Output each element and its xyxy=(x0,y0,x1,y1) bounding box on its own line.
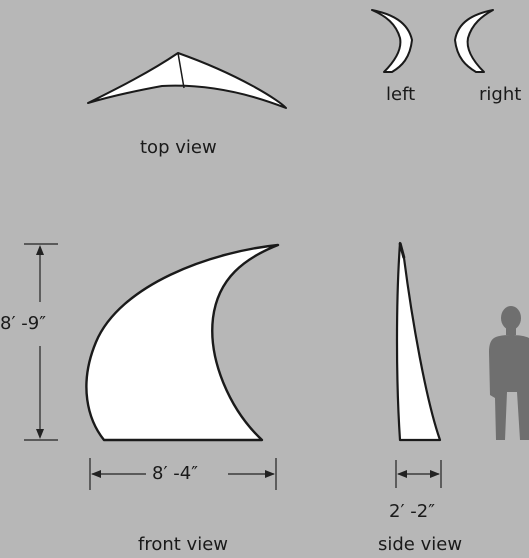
height-dimension xyxy=(24,243,58,441)
height-dimension-label: 8′ -9″ xyxy=(0,313,46,334)
left-view-icon xyxy=(371,9,413,73)
person-silhouette-icon xyxy=(489,306,529,440)
side-view-label: side view xyxy=(378,534,463,555)
front-view-shape xyxy=(85,243,280,442)
right-view-icon xyxy=(454,9,494,73)
width-dimension xyxy=(89,458,277,490)
top-view-shape xyxy=(87,52,287,109)
depth-dimension xyxy=(395,460,442,488)
side-view-shape xyxy=(395,241,442,442)
top-view-label: top view xyxy=(140,137,217,158)
depth-dimension-label: 2′ -2″ xyxy=(389,501,435,522)
right-view-label: right xyxy=(479,84,522,105)
left-view-label: left xyxy=(386,84,416,105)
front-view-label: front view xyxy=(138,534,228,555)
width-dimension-label: 8′ -4″ xyxy=(152,463,198,484)
